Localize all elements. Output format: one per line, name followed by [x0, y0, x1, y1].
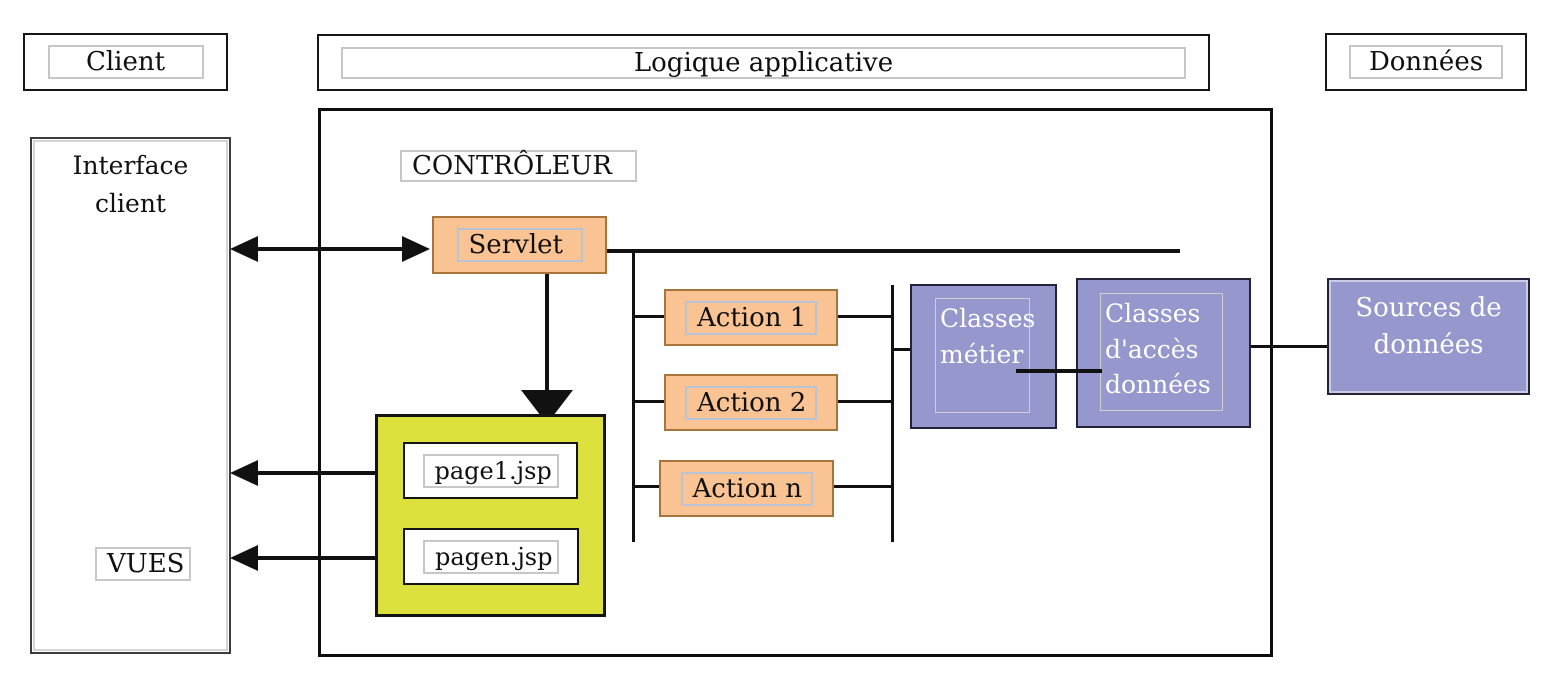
- arrowhead-page1-icon: [230, 460, 258, 486]
- servlet-box: Servlet: [432, 216, 607, 274]
- pagen-box: pagen.jsp: [403, 528, 579, 585]
- servlet-dispatch-line: [607, 249, 1180, 253]
- business-classes-label: Classes métier: [940, 304, 1036, 369]
- bus-to-business-connector: [893, 348, 912, 351]
- actionn-box: Action n: [659, 460, 834, 517]
- data-header-label: Données: [1349, 45, 1503, 79]
- pagen-to-interface-arrow-shaft: [254, 556, 375, 560]
- action2-left-connector: [634, 400, 666, 403]
- data-header-box: Données: [1325, 33, 1527, 91]
- controller-container: [318, 108, 1273, 657]
- client-interface-title: Interface client: [72, 151, 189, 218]
- arrowhead-to-interface-icon: [230, 236, 258, 262]
- action2-label: Action 2: [685, 385, 817, 420]
- page1-label: page1.jsp: [422, 453, 559, 488]
- actionn-right-connector: [832, 485, 893, 488]
- business-to-dataaccess-connector: [1016, 369, 1102, 373]
- data-sources-label: Sources de données: [1355, 293, 1502, 360]
- data-access-classes-box: Classes d'accès données: [1076, 278, 1251, 428]
- arrowhead-to-servlet-icon: [402, 236, 430, 262]
- action2-box: Action 2: [664, 374, 838, 431]
- servlet-label: Servlet: [456, 228, 583, 262]
- business-classes-inner-frame: [935, 298, 1030, 413]
- interface-servlet-arrow-shaft: [252, 247, 408, 251]
- action1-left-connector: [634, 315, 666, 318]
- client-header-label: Client: [47, 45, 204, 79]
- action-bus-line: [891, 285, 894, 542]
- action-trunk-line: [632, 251, 635, 542]
- logic-header-box: Logique applicative: [317, 34, 1210, 91]
- actionn-left-connector: [634, 485, 661, 488]
- controller-label: CONTRÔLEUR: [400, 150, 637, 182]
- data-sources-box: Sources de données: [1327, 278, 1530, 395]
- pagen-label: pagen.jsp: [423, 539, 559, 574]
- actionn-label: Action n: [680, 471, 813, 506]
- page1-to-interface-arrow-shaft: [254, 471, 375, 475]
- business-classes-box: Classes métier: [910, 284, 1057, 429]
- servlet-to-views-arrow-shaft: [545, 273, 549, 393]
- action1-box: Action 1: [664, 289, 838, 346]
- data-access-classes-label: Classes d'accès données: [1105, 299, 1211, 399]
- page1-box: page1.jsp: [403, 442, 578, 499]
- client-interface-panel: Interface client: [30, 137, 231, 654]
- action1-label: Action 1: [685, 300, 817, 335]
- client-header-box: Client: [23, 33, 228, 91]
- action1-right-connector: [836, 315, 893, 318]
- data-access-inner-frame: [1100, 293, 1223, 411]
- action2-right-connector: [836, 400, 893, 403]
- dataaccess-to-sources-connector: [1251, 345, 1328, 348]
- views-label: VUES: [95, 547, 191, 581]
- logic-header-label: Logique applicative: [341, 46, 1186, 79]
- arrowhead-pagen-icon: [230, 545, 258, 571]
